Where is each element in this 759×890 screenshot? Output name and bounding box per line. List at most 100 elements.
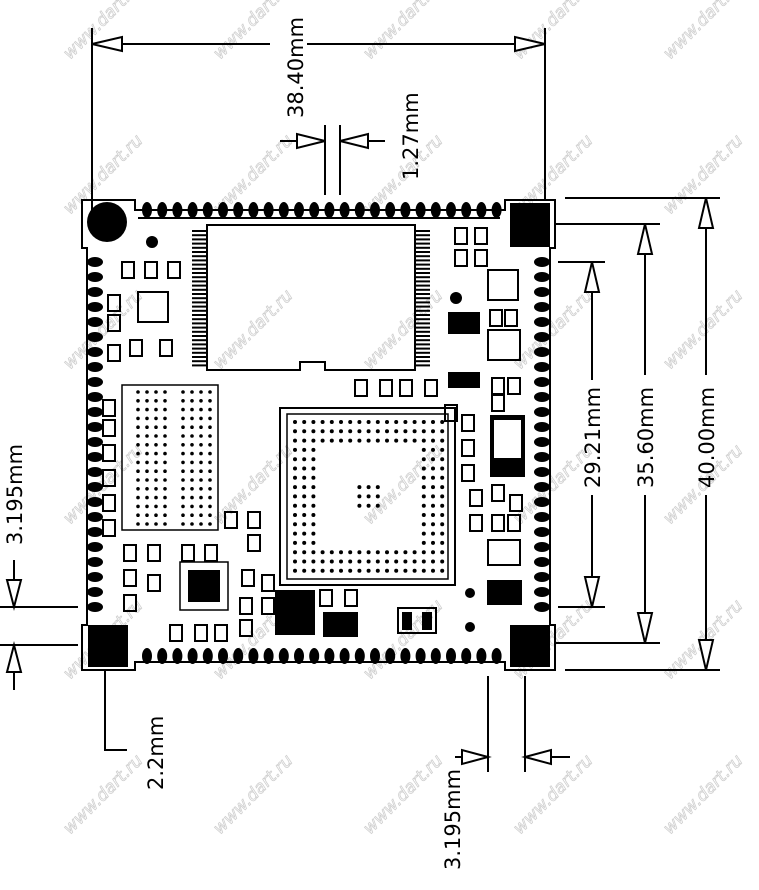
smd-component: [454, 227, 468, 245]
edge-pad: [87, 572, 103, 582]
memory-ball: [190, 460, 194, 465]
smd-component: [504, 309, 518, 327]
qfp-lead: [416, 251, 430, 253]
smd-component: [102, 419, 116, 437]
edge-pad: [87, 542, 103, 552]
qfp-lead: [192, 259, 206, 262]
bga-ball: [431, 550, 435, 555]
qfp-lead: [192, 251, 206, 253]
bga-ball: [421, 475, 426, 480]
memory-ball: [208, 522, 212, 526]
bga-ball: [403, 568, 408, 573]
edge-pad: [430, 648, 441, 664]
bga-ball: [412, 568, 417, 573]
watermark-text: www.dart.ru: [359, 286, 447, 374]
edge-pad: [339, 648, 350, 664]
memory-ball: [199, 416, 203, 421]
bga-ball: [431, 466, 435, 471]
qfp-lead: [192, 360, 206, 363]
bga-ball: [431, 447, 435, 452]
smd-component: [474, 227, 488, 245]
edge-pad: [534, 542, 550, 552]
bga-ball: [375, 550, 380, 555]
bga-ball: [440, 522, 445, 527]
memory-ball: [208, 390, 212, 394]
qfp-lead: [192, 347, 206, 350]
smd-component: [181, 544, 195, 562]
board-outline: [81, 199, 556, 671]
bga-ball: [421, 568, 426, 573]
watermark-text: www.dart.ru: [359, 751, 447, 839]
memory-ball: [163, 407, 167, 412]
memory-ball: [163, 513, 167, 517]
bga-ball: [293, 466, 297, 471]
bga-ball: [385, 568, 389, 573]
edge-pad: [491, 648, 502, 664]
memory-ball: [181, 399, 185, 403]
bga-ball: [412, 420, 417, 424]
bga-ball: [302, 522, 307, 527]
bga-ball: [421, 513, 426, 517]
bga-ball: [311, 559, 316, 564]
memory-ball: [145, 425, 149, 430]
qfp-lead: [416, 309, 430, 312]
bga-ball: [366, 550, 371, 555]
smd-component: [121, 261, 135, 279]
qfp-lead: [192, 242, 206, 245]
dimension-labels: 38.40mm 1.27mm 29.21mm 35.60mm 40.00mm 3…: [3, 17, 719, 870]
edge-pad: [461, 202, 472, 218]
memory-ball: [199, 390, 203, 394]
bga-ball: [302, 466, 307, 471]
bga-ball: [320, 420, 325, 424]
edge-pad: [534, 497, 550, 507]
edge-pad: [415, 202, 426, 218]
bga-ball: [311, 447, 316, 452]
bga-ball: [320, 550, 325, 555]
qfp-lead: [416, 238, 430, 241]
smd-component: [194, 624, 208, 642]
smd-component: [461, 439, 475, 457]
edge-pad: [263, 648, 274, 664]
bga-ball: [394, 568, 399, 573]
bga-ball: [293, 485, 297, 490]
edge-pad: [248, 648, 259, 664]
memory-ball: [190, 390, 194, 394]
memory-ball: [208, 451, 212, 456]
bga-ball: [311, 475, 316, 480]
edge-pad: [446, 202, 456, 218]
memory-ball: [145, 451, 149, 456]
memory-ball: [208, 443, 212, 447]
bga-ball: [311, 494, 316, 499]
memory-ball: [163, 451, 167, 456]
bga-ball: [412, 559, 417, 564]
smd-component: [261, 574, 275, 592]
memory-ball: [154, 399, 158, 403]
memory-ball: [199, 522, 203, 526]
watermark-text: www.dart.ru: [659, 286, 747, 374]
bga-ball: [431, 494, 435, 499]
qfp-lead: [192, 288, 206, 291]
bga-ball: [403, 438, 408, 443]
bga-ball: [431, 568, 435, 573]
smd-component: [469, 489, 483, 507]
qfp-lead: [192, 343, 206, 346]
bga-ball: [412, 438, 417, 443]
memory-ball: [154, 487, 158, 491]
memory-ball: [145, 399, 149, 403]
memory-ball: [145, 504, 149, 509]
edge-pad: [534, 287, 550, 297]
bga-ball: [302, 447, 307, 452]
edge-pad: [87, 527, 103, 537]
bga-ball: [311, 522, 316, 527]
inner-outline: [138, 217, 500, 371]
watermark-text: www.dart.ru: [509, 0, 597, 64]
smd-component: [469, 514, 483, 532]
memory-ball: [208, 416, 212, 421]
bga-ball: [421, 522, 426, 527]
bga-ball: [302, 420, 307, 424]
smd-component: [491, 394, 505, 412]
edge-pad: [87, 422, 103, 432]
memory-ball: [199, 451, 203, 456]
bga-ball: [385, 429, 389, 434]
bga-ball: [293, 540, 297, 545]
